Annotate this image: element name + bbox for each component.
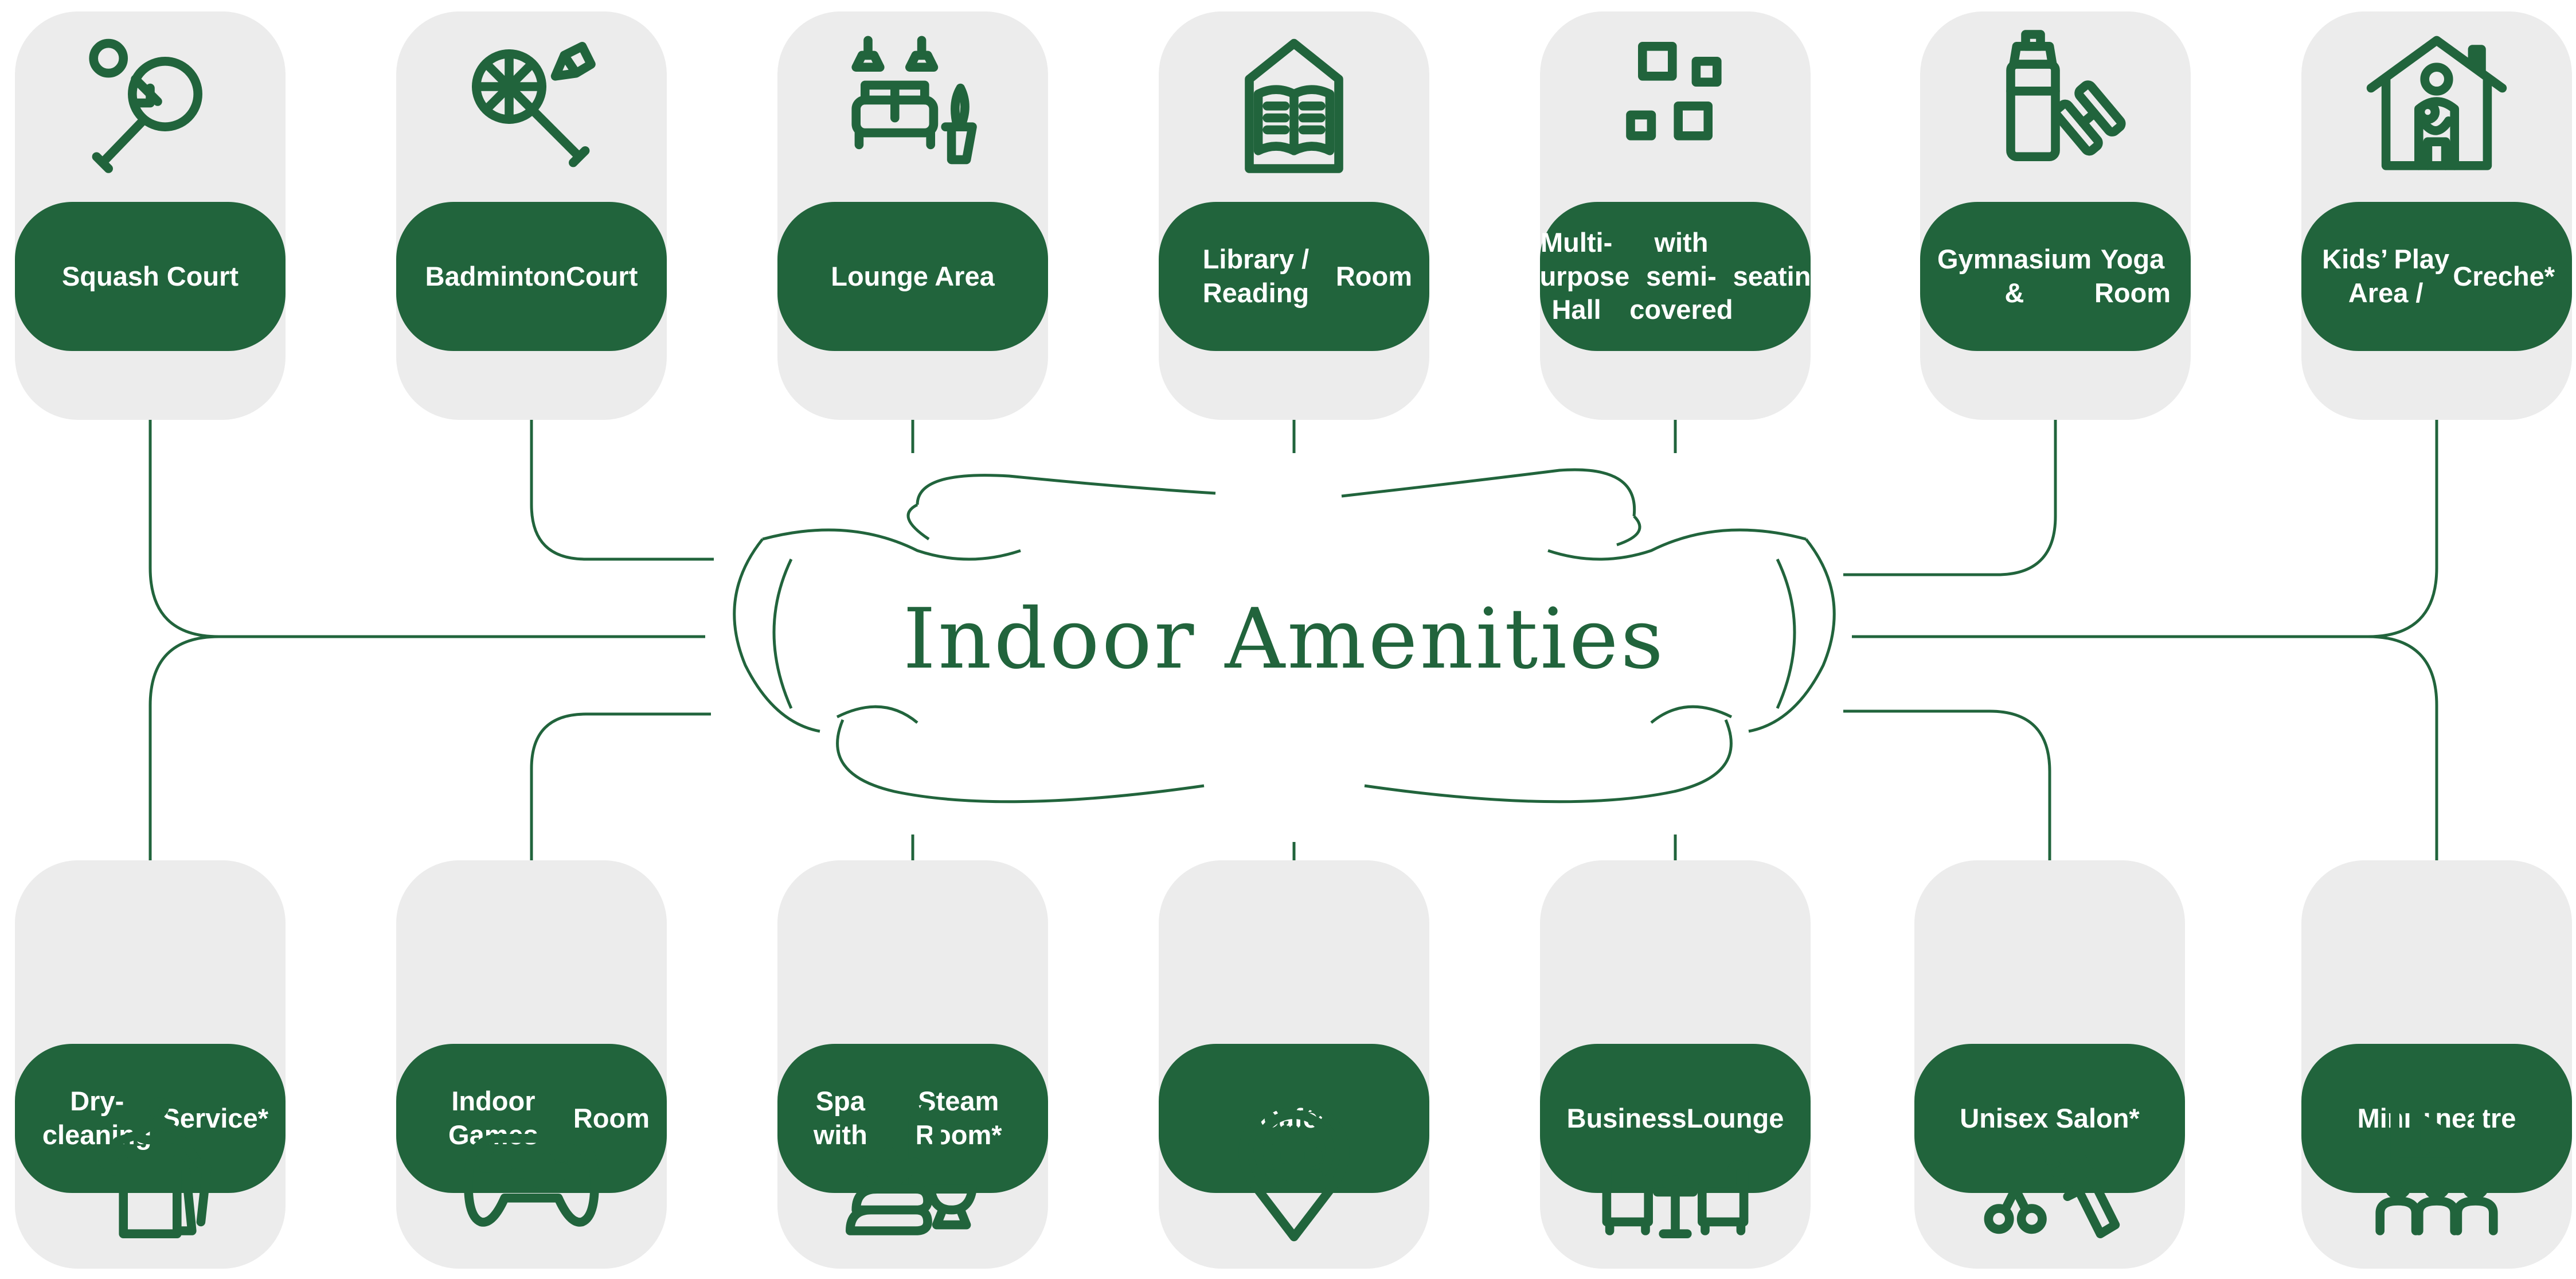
lounge-sofa-icon <box>838 34 987 184</box>
amenity-label: Gymnasium &Yoga Room <box>1920 202 2191 351</box>
amenity-label: Unisex Salon* <box>1914 1044 2185 1193</box>
house-parent-child-icon <box>2362 34 2511 184</box>
amenity-card-squash-court: Squash Court <box>15 11 286 420</box>
squares-icon <box>1601 34 1750 184</box>
shirts-hanger-icon <box>76 1097 225 1246</box>
amenity-label: Squash Court <box>15 202 286 351</box>
amenity-card-unisex-salon: Unisex Salon* <box>1914 860 2185 1269</box>
amenity-card-mini-theatre: Mini Theatre <box>2301 860 2572 1269</box>
amenity-card-kids-play-area: Kids’ Play Area /Creche* <box>2301 11 2572 420</box>
amenity-label: Mini Theatre <box>2301 1044 2572 1193</box>
amenity-card-lounge-area: Lounge Area <box>777 11 1048 420</box>
open-book-icon <box>1219 34 1369 184</box>
scissors-comb-icon <box>1975 1097 2124 1246</box>
squash-racket-icon <box>76 34 225 184</box>
page-title: Indoor Amenities <box>902 591 1666 688</box>
amenity-card-gymnasium: Gymnasium &Yoga Room <box>1920 11 2191 420</box>
spa-candle-icon <box>838 1097 987 1246</box>
screen-audience-icon <box>2362 1097 2511 1246</box>
amenity-card-cafe: Café* <box>1159 860 1429 1269</box>
amenity-label: Kids’ Play Area /Creche* <box>2301 202 2572 351</box>
armchairs-table-icon <box>1601 1097 1750 1246</box>
coffee-pin-icon <box>1219 1097 1369 1246</box>
badminton-racket-icon <box>457 34 606 184</box>
gamepad-icon <box>457 1097 606 1246</box>
amenity-label: Lounge Area <box>777 202 1048 351</box>
bottle-dumbbell-icon <box>1981 30 2130 184</box>
